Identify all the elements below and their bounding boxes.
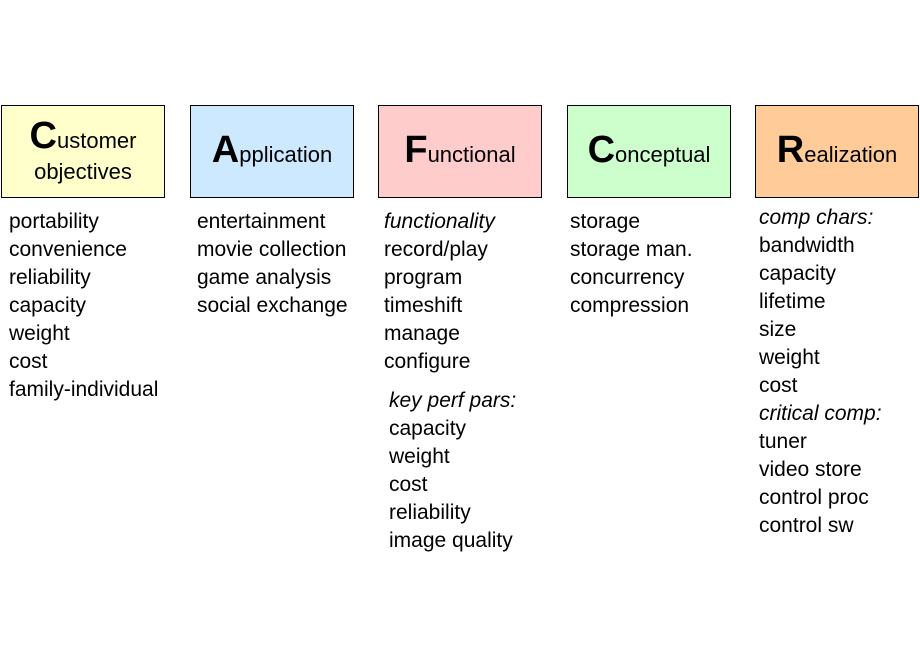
list-item: convenience	[9, 238, 127, 261]
list-item: manage	[384, 322, 460, 345]
realization-initial: R	[776, 128, 805, 171]
list-item: control proc	[759, 486, 869, 509]
list-item: weight	[759, 346, 820, 369]
list-item: capacity	[759, 262, 837, 285]
list-item: social exchange	[197, 294, 348, 317]
functional-box: Functional	[378, 105, 542, 198]
list-item: lifetime	[759, 290, 826, 313]
customer-initial: C	[29, 115, 57, 158]
customer-title-rest: ustomer	[56, 128, 137, 154]
list-item: compression	[570, 294, 690, 317]
list-item: size	[759, 318, 797, 341]
application-box: Application	[190, 105, 354, 198]
conceptual-title: Conceptual	[588, 131, 711, 169]
list-item: control sw	[759, 514, 854, 537]
functional-title-rest: unctional	[427, 141, 516, 167]
list-item: configure	[384, 350, 471, 373]
realization-title: Realization	[777, 131, 897, 169]
realization-title-rest: ealization	[804, 141, 898, 167]
customer-objectives-list: portability convenience reliability capa…	[9, 208, 158, 404]
list-item: portability	[9, 210, 99, 233]
key-perf-pars-heading: key perf pars:	[389, 389, 517, 412]
critical-comp-heading: critical comp:	[759, 402, 882, 425]
customer-objectives-title: Customer	[30, 117, 137, 155]
application-title: Application	[212, 131, 332, 169]
customer-objectives-subtitle: objectives	[34, 159, 132, 185]
list-item: video store	[759, 458, 862, 481]
comp-chars-heading: comp chars:	[759, 206, 874, 229]
list-item: image quality	[389, 529, 513, 552]
customer-objectives-box: Customer objectives	[1, 105, 165, 198]
list-item: game analysis	[197, 266, 332, 289]
list-item: program	[384, 266, 463, 289]
functional-heading: functionality	[384, 210, 495, 233]
list-item: family-individual	[9, 378, 159, 401]
list-item: cost	[389, 473, 428, 496]
realization-list: comp chars: bandwidth capacity lifetime …	[759, 204, 882, 540]
list-item: capacity	[9, 294, 87, 317]
application-list: entertainment movie collection game anal…	[197, 208, 348, 320]
application-initial: A	[211, 128, 240, 171]
functional-title: Functional	[404, 131, 515, 169]
list-item: storage man.	[570, 238, 693, 261]
list-item: movie collection	[197, 238, 347, 261]
list-item: record/play	[384, 238, 488, 261]
realization-box: Realization	[755, 105, 919, 198]
list-item: concurrency	[570, 266, 685, 289]
conceptual-initial: C	[587, 128, 616, 171]
list-item: bandwidth	[759, 234, 855, 257]
application-title-rest: pplication	[239, 141, 333, 167]
list-item: storage	[570, 210, 641, 233]
conceptual-list: storage storage man. concurrency compres…	[570, 208, 693, 320]
list-item: capacity	[389, 417, 467, 440]
list-item: timeshift	[384, 294, 463, 317]
list-item: cost	[759, 374, 798, 397]
functional-initial: F	[404, 128, 428, 171]
list-item: weight	[9, 322, 70, 345]
conceptual-title-rest: onceptual	[615, 141, 711, 167]
functional-list: functionality record/play program timesh…	[384, 208, 495, 376]
list-item: weight	[389, 445, 450, 468]
key-perf-pars-list: key perf pars: capacity weight cost reli…	[389, 387, 516, 555]
list-item: tuner	[759, 430, 807, 453]
list-item: reliability	[389, 501, 471, 524]
conceptual-box: Conceptual	[567, 105, 731, 198]
list-item: entertainment	[197, 210, 326, 233]
list-item: cost	[9, 350, 48, 373]
list-item: reliability	[9, 266, 91, 289]
